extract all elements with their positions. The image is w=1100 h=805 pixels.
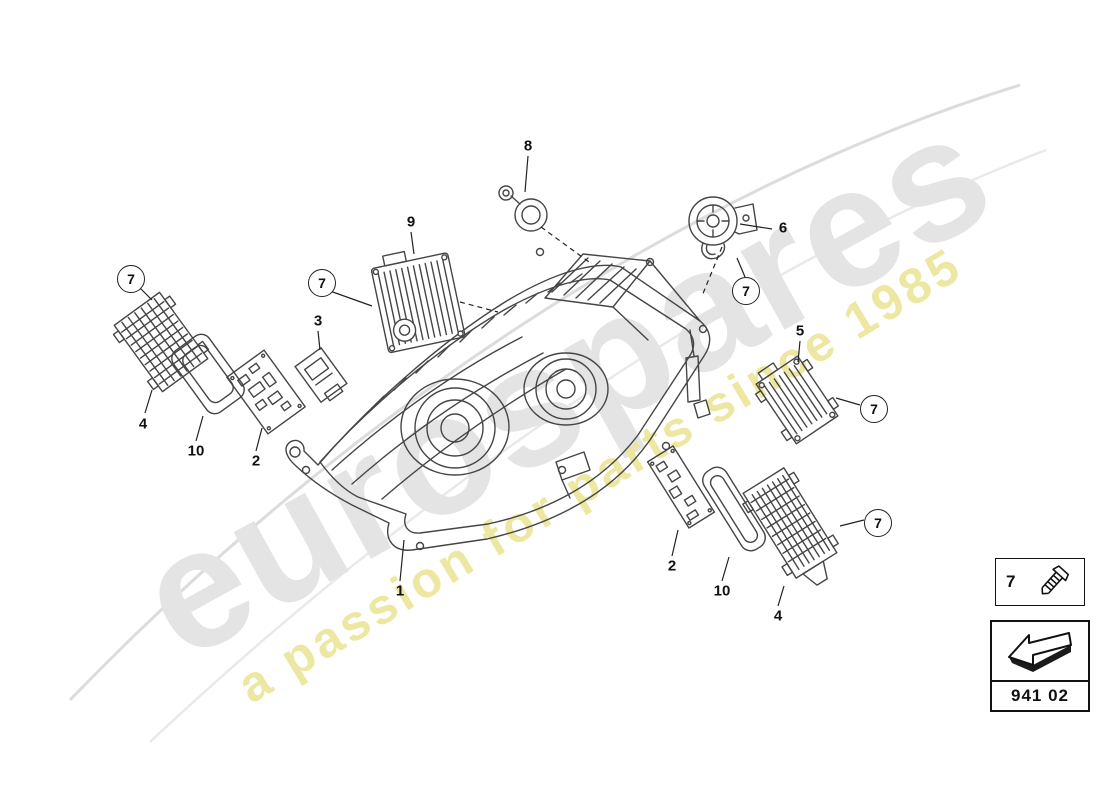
part-number-label-4: 4 [138, 415, 148, 433]
part-number-label-5: 5 [795, 322, 805, 340]
direction-arrow-icon [992, 622, 1088, 682]
part-number-label-8: 8 [523, 137, 533, 155]
part-number-label-10: 10 [187, 442, 205, 460]
part-number-label-2: 2 [251, 452, 261, 470]
screw-callout-circle: 7 [308, 269, 336, 297]
diagram-code: 941 02 [1011, 686, 1069, 705]
fastener-legend-box: 7 [995, 558, 1085, 606]
fastener-ref-number: 7 [1006, 572, 1016, 591]
part-number-label-2: 2 [667, 557, 677, 575]
part-number-label-1: 1 [395, 582, 405, 600]
part-number-label-4: 4 [773, 607, 783, 625]
screw-callout-circle: 7 [732, 277, 760, 305]
part-number-label-6: 6 [778, 219, 788, 237]
screw-callout-circle: 7 [860, 395, 888, 423]
part-number-label-9: 9 [406, 213, 416, 231]
part-number-label-10: 10 [713, 582, 731, 600]
part-number-label-3: 3 [313, 312, 323, 330]
screw-callout-circle: 7 [117, 265, 145, 293]
screw-callout-circle: 7 [864, 509, 892, 537]
bolt-icon [1041, 565, 1070, 595]
diagram-code-box: 941 02 [990, 620, 1090, 712]
